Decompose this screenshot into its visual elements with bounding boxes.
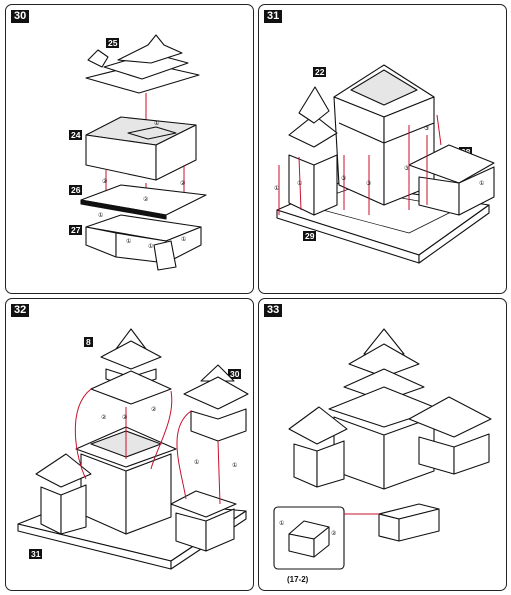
svg-text:③: ③ (404, 165, 409, 172)
svg-text:②: ② (331, 530, 337, 537)
roof-ridge (117, 34, 183, 64)
step-33-panel: 33 (17-2) ① ② (258, 298, 507, 591)
svg-text:①: ① (232, 462, 237, 469)
svg-text:①: ① (479, 180, 484, 187)
part-label: 8 (84, 337, 93, 347)
step-33-illustration: ① ② (273, 328, 492, 570)
part-label: 30 (228, 369, 242, 379)
svg-text:①: ① (181, 236, 186, 243)
svg-text:③: ③ (341, 175, 346, 182)
svg-text:③: ③ (366, 180, 371, 187)
svg-text:②: ② (151, 406, 157, 413)
step-30-illustration: ① ① ① ① ② ② ② ① (80, 34, 207, 271)
svg-text:②: ② (143, 196, 149, 203)
part-label: 25 (106, 38, 120, 48)
step-number: 32 (11, 304, 30, 317)
part-label: 22 (313, 67, 327, 77)
svg-text:①: ① (297, 180, 302, 187)
part-label: 24 (69, 130, 83, 140)
svg-text:①: ① (194, 459, 199, 466)
svg-text:①: ① (279, 520, 284, 527)
svg-text:①: ① (98, 212, 103, 219)
svg-text:②: ② (102, 178, 108, 185)
step-number: 33 (264, 304, 283, 317)
step-number: 30 (11, 10, 30, 23)
svg-text:①: ① (154, 120, 159, 127)
corner-block (153, 240, 177, 271)
part-label: 31 (29, 549, 43, 559)
svg-text:②: ② (101, 414, 107, 421)
tower-8-roof (100, 340, 162, 370)
svg-text:①: ① (274, 185, 279, 192)
block-side (155, 124, 197, 181)
step-32-panel: 32 8 30 31 ② ② ② (5, 298, 254, 591)
gable-piece (87, 49, 109, 68)
svg-text:①: ① (148, 243, 153, 250)
part-label: 29 (303, 231, 317, 241)
step-30-panel: 30 25 24 26 27 ① ① ① ① ② ② ② ① (5, 4, 254, 294)
step-number: 31 (264, 10, 283, 23)
svg-text:②: ② (122, 414, 128, 421)
step-31-illustration: ① ① ③ ③ ③ ③ ① (274, 64, 495, 264)
part-label: 26 (69, 185, 83, 195)
side-wing-roof (408, 144, 495, 184)
step-31-panel: 31 22 28 29 ① ① ③ ③ ③ (258, 4, 507, 294)
svg-text:①: ① (126, 238, 131, 245)
inset-label: (17-2) (287, 575, 309, 584)
part-label: 27 (69, 225, 83, 235)
step-32-illustration: ② ② ② ① ① (17, 328, 249, 570)
svg-text:②: ② (180, 180, 186, 187)
svg-text:③: ③ (424, 125, 429, 132)
tower-30-roof (183, 376, 249, 410)
left-tower-roof (288, 114, 338, 148)
